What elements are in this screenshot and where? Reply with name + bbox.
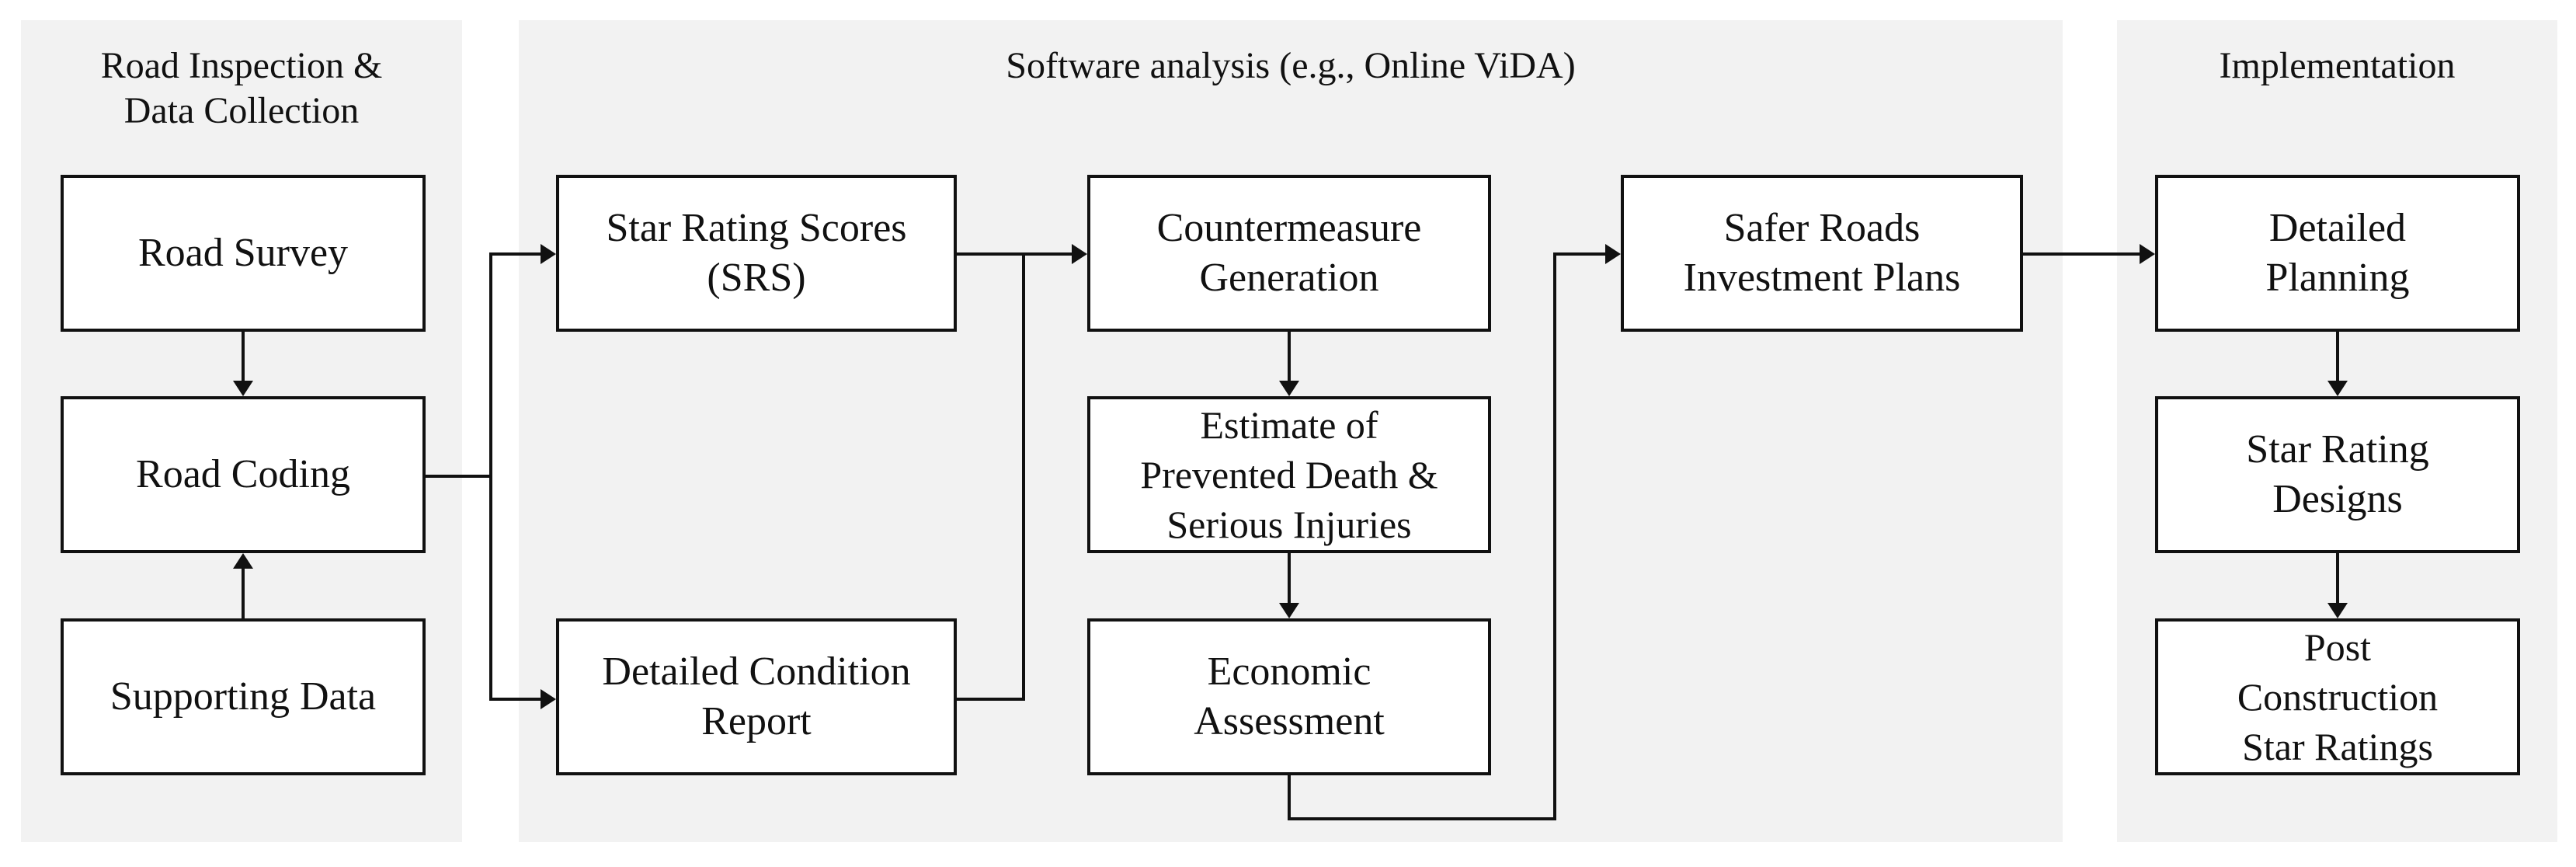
arrow-economic-to-investment bbox=[1288, 252, 1607, 820]
arrow-report-to-countermeasure bbox=[957, 254, 1025, 701]
arrowhead-report-left bbox=[541, 689, 556, 709]
arrowhead-coding-bottom bbox=[233, 553, 253, 569]
post-construction-label: Post Construction Star Ratings bbox=[2237, 625, 2439, 768]
economic-assessment-label: Economic Assessment bbox=[1194, 649, 1385, 743]
arrow-coding-to-report bbox=[489, 476, 542, 701]
stage-title-software: Software analysis (e.g., Online ViDA) bbox=[1006, 45, 1576, 86]
stage-title-inspection: Road Inspection & Data Collection bbox=[100, 45, 383, 131]
arrowhead-planning-left bbox=[2140, 244, 2155, 264]
arrowhead-investment-left bbox=[1605, 244, 1621, 264]
detailed-planning-label: Detailed Planning bbox=[2265, 206, 2410, 300]
box-star-rating-scores: Star Rating Scores (SRS) bbox=[556, 175, 957, 332]
prevented-death-estimate-label: Estimate of Prevented Death & Serious In… bbox=[1140, 403, 1438, 546]
countermeasure-generation-label: Countermeasure Generation bbox=[1156, 206, 1422, 300]
arrowhead-countermeasure-left bbox=[1072, 244, 1087, 264]
supporting-data-label: Supporting Data bbox=[110, 674, 377, 719]
box-detailed-condition-report: Detailed Condition Report bbox=[556, 618, 957, 775]
box-detailed-planning: Detailed Planning bbox=[2155, 175, 2520, 332]
box-prevented-death-estimate: Estimate of Prevented Death & Serious In… bbox=[1087, 396, 1491, 553]
arrowhead-designs-top bbox=[2327, 381, 2348, 396]
investment-plans-label: Safer Roads Investment Plans bbox=[1683, 206, 1961, 300]
arrowhead-coding-top bbox=[233, 381, 253, 396]
arrowhead-estimate-top bbox=[1279, 381, 1299, 396]
star-rating-scores-label: Star Rating Scores (SRS) bbox=[606, 206, 907, 300]
arrowhead-post-top bbox=[2327, 603, 2348, 618]
arrowhead-economic-top bbox=[1279, 603, 1299, 618]
box-post-construction: Post Construction Star Ratings bbox=[2155, 618, 2520, 775]
box-road-coding: Road Coding bbox=[61, 396, 426, 553]
road-survey-label: Road Survey bbox=[137, 231, 349, 275]
box-economic-assessment: Economic Assessment bbox=[1087, 618, 1491, 775]
box-supporting-data: Supporting Data bbox=[61, 618, 426, 775]
box-star-rating-designs: Star Rating Designs bbox=[2155, 396, 2520, 553]
arrowhead-srs-left bbox=[541, 244, 556, 264]
box-countermeasure-generation: Countermeasure Generation bbox=[1087, 175, 1491, 332]
box-road-survey: Road Survey bbox=[61, 175, 426, 332]
road-coding-label: Road Coding bbox=[136, 452, 350, 496]
star-rating-designs-label: Star Rating Designs bbox=[2246, 427, 2429, 521]
stage-title-implementation: Implementation bbox=[2219, 45, 2456, 86]
arrow-coding-to-srs bbox=[489, 252, 542, 476]
box-investment-plans: Safer Roads Investment Plans bbox=[1621, 175, 2023, 332]
detailed-condition-report-label: Detailed Condition Report bbox=[602, 649, 911, 743]
